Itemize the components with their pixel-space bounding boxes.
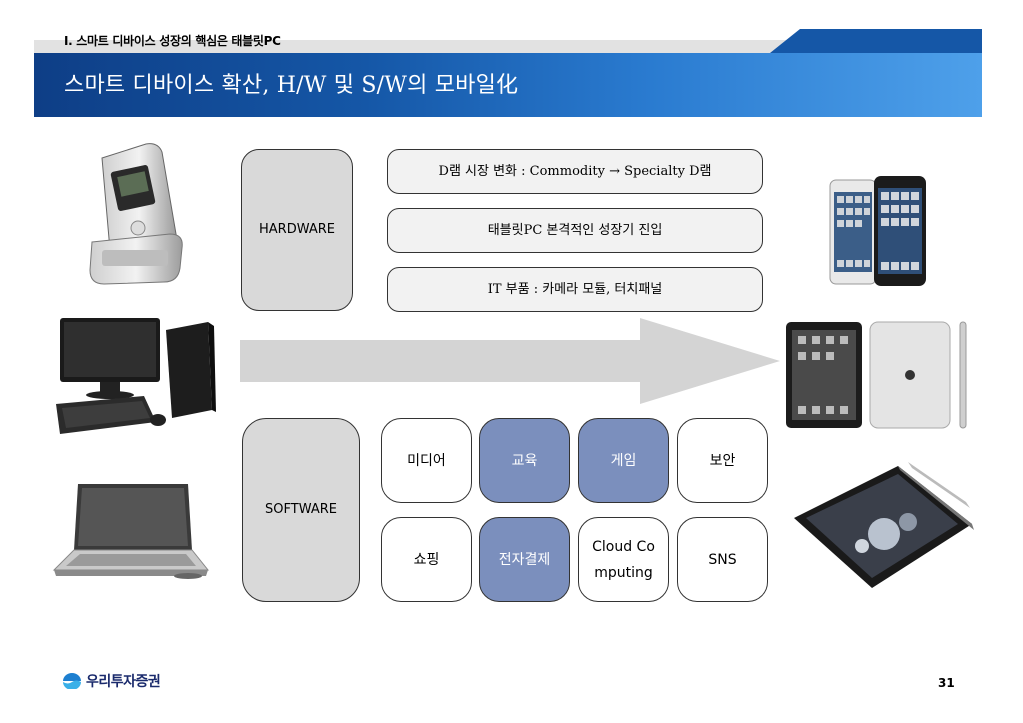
software-cell-security: 보안 <box>677 418 768 503</box>
cell-label: 전자결제 <box>498 551 551 568</box>
top-bar-gray-strip <box>34 40 982 53</box>
hardware-item-text: IT 부품 : 카메라 모듈, 터치패널 <box>487 281 663 297</box>
cell-label: 쇼핑 <box>413 551 440 568</box>
software-cell-education: 교육 <box>479 418 570 503</box>
wave-logo-icon <box>63 673 81 689</box>
software-cell-payment: 전자결제 <box>479 517 570 602</box>
cell-label: 미디어 <box>407 452 446 469</box>
hardware-item-text: 태블릿PC 본격적인 성장기 진입 <box>487 222 663 238</box>
company-logo: 우리투자증권 <box>62 671 161 691</box>
software-cell-shopping: 쇼핑 <box>381 517 472 602</box>
company-name: 우리투자증권 <box>86 674 161 690</box>
hardware-label: HARDWARE <box>259 222 335 237</box>
software-cell-cloud: Cloud Computing <box>578 517 669 602</box>
title-band <box>34 53 982 117</box>
hardware-item-dram: D램 시장 변화 : Commodity → Specialty D램 <box>387 149 763 194</box>
slide-title: 스마트 디바이스 확산, H/W 및 S/W의 모바일化 <box>64 73 519 98</box>
top-bar-notch <box>770 29 982 53</box>
hardware-item-components: IT 부품 : 카메라 모듈, 터치패널 <box>387 267 763 312</box>
software-label: SOFTWARE <box>265 502 337 517</box>
hardware-box: HARDWARE <box>241 149 353 311</box>
flip-phone-icon <box>89 143 183 285</box>
tablet-ipad-icon <box>786 321 967 429</box>
progress-arrow <box>240 318 780 404</box>
cell-label: SNS <box>708 551 737 568</box>
smartphone-icon <box>829 176 926 286</box>
hardware-item-tablet: 태블릿PC 본격적인 성장기 진입 <box>387 208 763 253</box>
page-number: 31 <box>938 676 955 690</box>
cell-label: 교육 <box>511 452 538 469</box>
cell-label: 보안 <box>709 452 736 469</box>
hardware-item-text: D램 시장 변화 : Commodity → Specialty D램 <box>438 163 712 179</box>
software-box: SOFTWARE <box>242 418 360 602</box>
software-cell-sns: SNS <box>677 517 768 602</box>
cell-label: Cloud Computing <box>592 538 655 581</box>
laptop-icon <box>52 484 210 579</box>
software-cell-game: 게임 <box>578 418 669 503</box>
section-label: I. 스마트 디바이스 성장의 핵심은 태블릿PC <box>64 34 281 48</box>
cell-label: 게임 <box>610 452 637 469</box>
software-cell-media: 미디어 <box>381 418 472 503</box>
slider-tablet-icon <box>794 462 974 588</box>
desktop-pc-icon <box>56 318 216 434</box>
